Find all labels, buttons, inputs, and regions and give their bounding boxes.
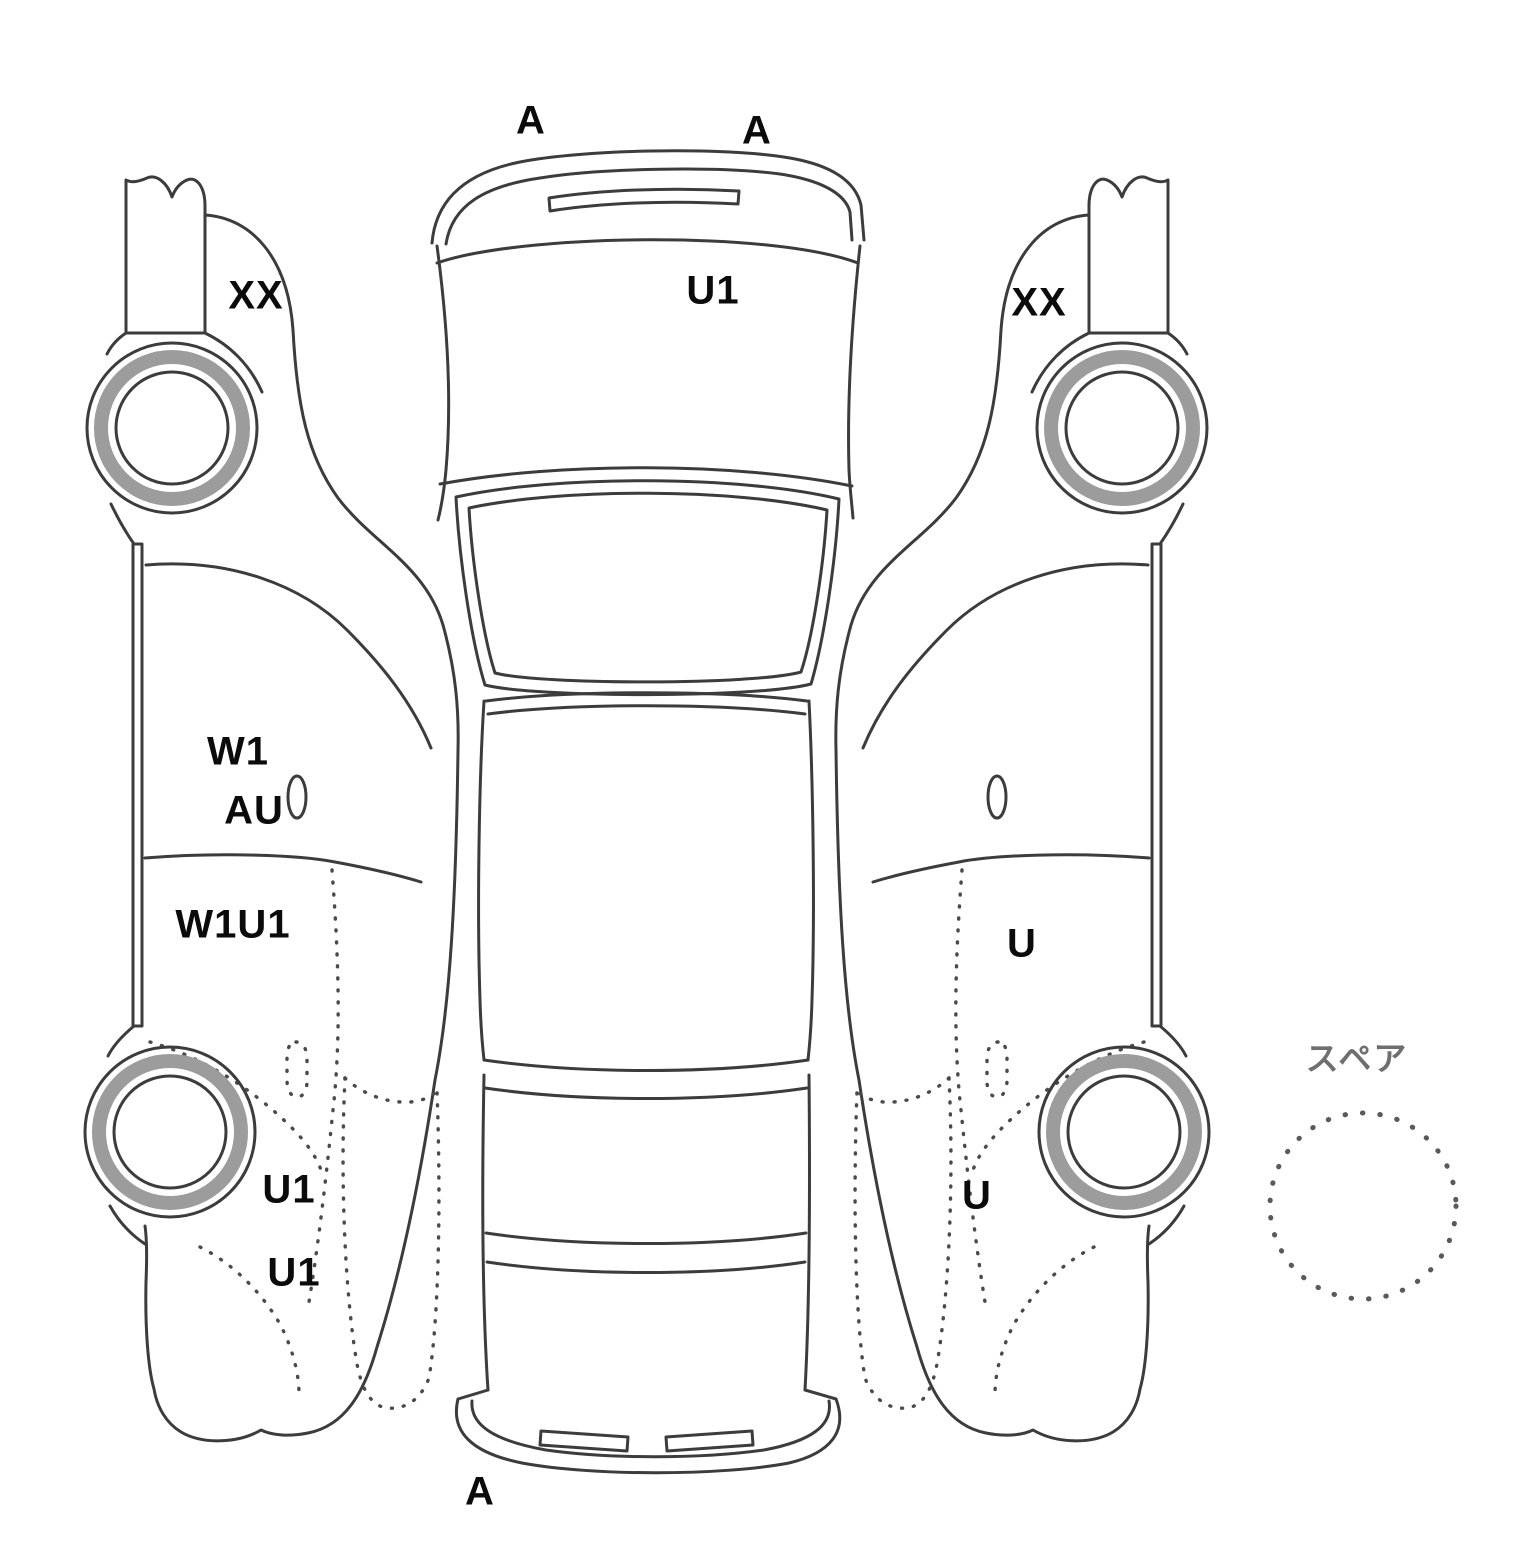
- code-label-u-right-door: U: [1007, 921, 1037, 966]
- car-top-view: [430, 149, 866, 1475]
- rear-bumper-outer: [455, 1397, 842, 1475]
- code-label-a-rear: A: [465, 1469, 495, 1514]
- windshield-inner: [467, 491, 829, 684]
- code-label-xx-right: XX: [1011, 280, 1067, 325]
- front-bumper-inner: [444, 167, 854, 246]
- spare-tire-label: スペア: [1305, 1040, 1409, 1077]
- code-label-u1-hood: U1: [686, 268, 740, 313]
- front-bumper-detail: [547, 187, 741, 213]
- front-bumper-outer: [430, 149, 866, 245]
- code-label-u1-left-quarter: U1: [262, 1167, 316, 1212]
- rear-bumper-detail: [538, 1429, 755, 1453]
- cowl-line: [438, 466, 854, 488]
- car-right-side-view: [836, 177, 1209, 1441]
- code-label-u1-left-rear: U1: [267, 1250, 321, 1295]
- code-label-w1-left: W1: [207, 729, 269, 774]
- code-label-a-front-right: A: [742, 108, 772, 153]
- code-label-xx-left: XX: [228, 273, 284, 318]
- code-label-a-front-left: A: [516, 98, 546, 143]
- code-label-au-left: AU: [224, 788, 284, 833]
- hood-leading-edge: [435, 238, 860, 265]
- windshield-outer: [454, 479, 841, 697]
- code-label-u-right-quarter: U: [962, 1173, 992, 1218]
- spare-tire: [1267, 1110, 1459, 1302]
- code-label-w1u1-left: W1U1: [175, 902, 291, 947]
- spare-tire-circle: [1267, 1110, 1459, 1302]
- rear-bumper-inner: [470, 1399, 831, 1459]
